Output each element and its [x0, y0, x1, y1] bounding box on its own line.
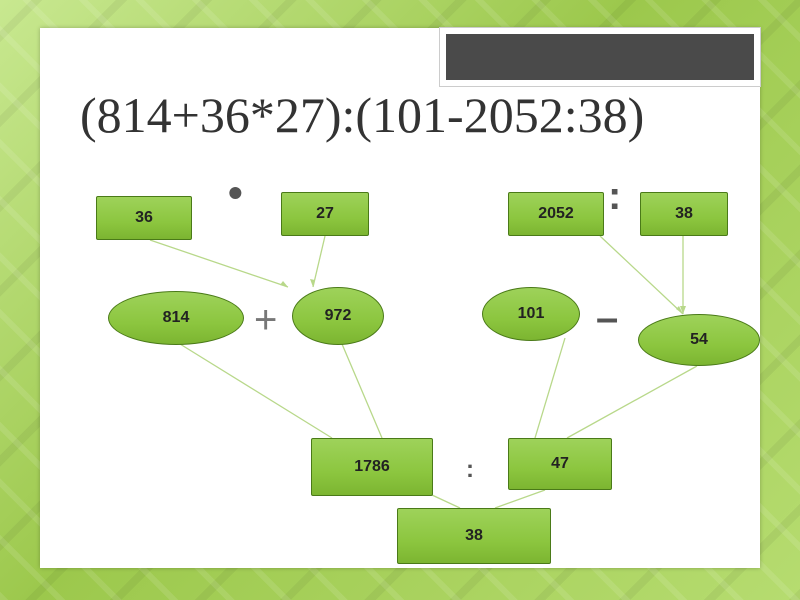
node-27: 27 — [281, 192, 369, 236]
link-47-to-38 — [494, 489, 546, 509]
link-27-to-972 — [312, 235, 326, 288]
node-814: 814 — [108, 291, 244, 345]
node-54: 54 — [638, 314, 760, 366]
divide-operator-top: : — [608, 174, 622, 218]
expression-title: (814+36*27):(101-2052:38) — [80, 87, 645, 143]
link-1786-to-38 — [431, 494, 461, 509]
arrowhead-972-from-36 — [280, 281, 288, 287]
node-47: 47 — [508, 438, 612, 490]
node-38-result: 38 — [397, 508, 551, 564]
node-36: 36 — [96, 196, 192, 240]
node-1786: 1786 — [311, 438, 433, 496]
node-101: 101 — [482, 287, 580, 341]
minus-operator: – — [596, 296, 619, 340]
link-2052-to-54 — [599, 235, 684, 315]
arrowhead-54-from-2052 — [676, 306, 683, 314]
node-38-top: 38 — [640, 192, 728, 236]
link-814-to-1786 — [179, 343, 333, 439]
link-36-to-972 — [149, 239, 289, 288]
link-54-to-47 — [566, 365, 698, 439]
plus-operator: + — [254, 298, 278, 342]
node-2052: 2052 — [508, 192, 604, 236]
arrowhead-972-from-27 — [310, 279, 315, 287]
node-972: 972 — [292, 287, 384, 345]
arrowhead-54-from-38 — [680, 306, 686, 314]
link-101-to-47 — [534, 337, 566, 439]
title-placeholder-bar — [439, 27, 761, 87]
divide-operator-bottom: : — [466, 456, 474, 483]
multiply-operator: • — [228, 169, 243, 216]
link-972-to-1786 — [341, 343, 383, 439]
